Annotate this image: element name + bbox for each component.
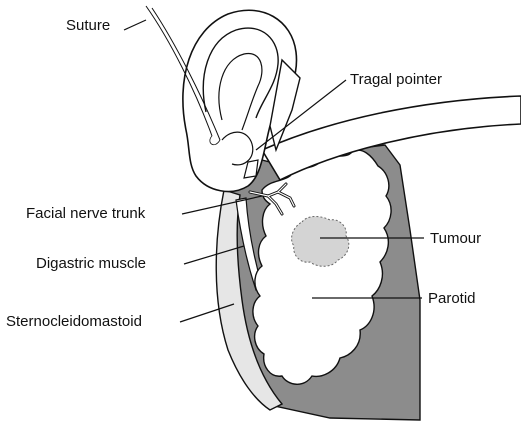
label-suture: Suture — [66, 18, 110, 33]
label-digastric-muscle: Digastric muscle — [36, 256, 146, 271]
label-tumour: Tumour — [430, 231, 481, 246]
leader-suture — [124, 20, 146, 30]
label-facial-nerve-trunk: Facial nerve trunk — [26, 206, 145, 221]
tumour — [292, 217, 349, 267]
label-parotid: Parotid — [428, 291, 476, 306]
label-tragal-pointer: Tragal pointer — [350, 72, 442, 87]
label-sternocleidomastoid: Sternocleidomastoid — [6, 314, 142, 329]
